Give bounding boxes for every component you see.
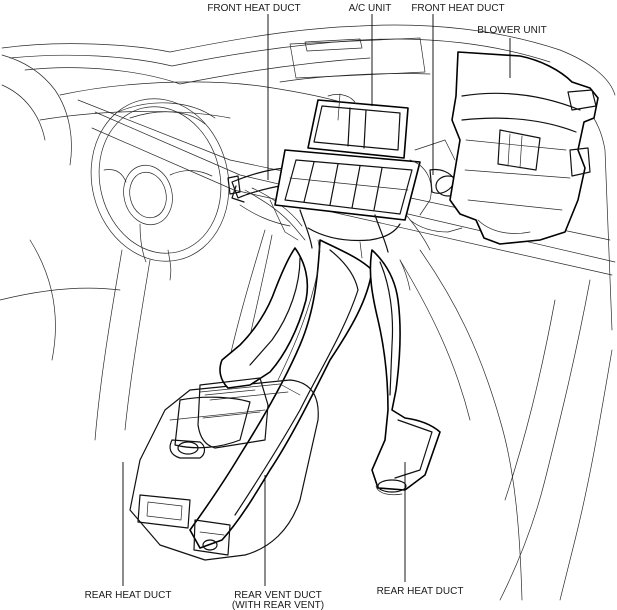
steering-wheel [90, 98, 230, 281]
label-ac-unit: A/C UNIT [349, 3, 392, 14]
rear-heat-duct-right [369, 249, 441, 496]
duct-connections [239, 204, 463, 259]
blower-unit [449, 51, 599, 245]
rear-heat-duct-left [169, 247, 309, 459]
label-blower-unit: BLOWER UNIT [477, 25, 546, 36]
ac-unit [274, 93, 456, 253]
label-rear-vent-duct-line2: (WITH REAR VENT) [232, 600, 324, 610]
rear-vent-duct [129, 239, 373, 561]
vehicle-cabin-outline [0, 24, 616, 601]
label-front-heat-duct-left: FRONT HEAT DUCT [207, 3, 300, 14]
label-rear-heat-duct-left: REAR HEAT DUCT [85, 590, 172, 601]
label-rear-heat-duct-right: REAR HEAT DUCT [377, 586, 464, 597]
label-rear-vent-duct-line1: REAR VENT DUCT [234, 590, 322, 601]
leader-lines [122, 14, 511, 586]
label-front-heat-duct-right: FRONT HEAT DUCT [411, 3, 504, 14]
callout-labels: FRONT HEAT DUCT A/C UNIT FRONT HEAT DUCT… [85, 3, 547, 610]
